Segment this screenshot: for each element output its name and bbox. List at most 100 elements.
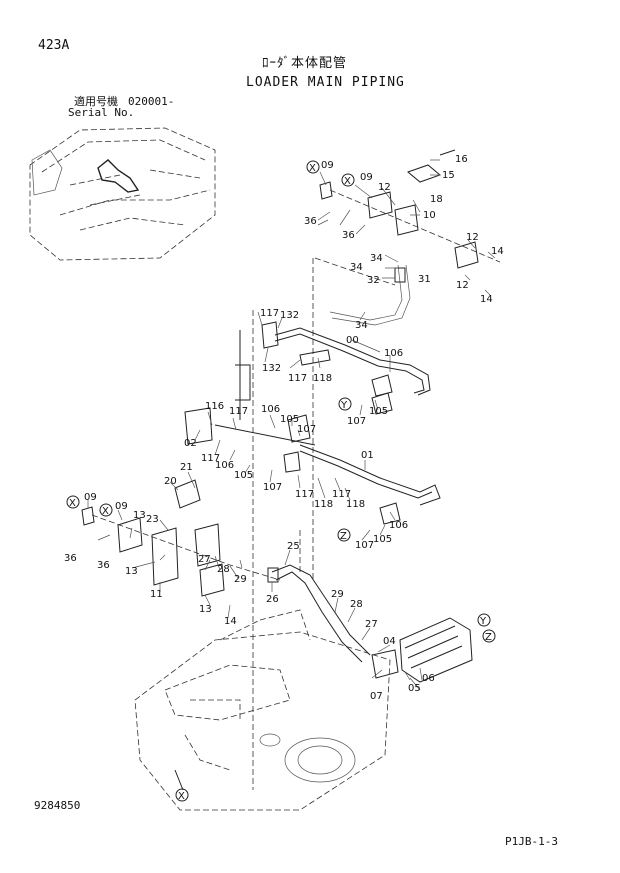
callout-09: 09 [84, 492, 97, 503]
callout-117: 117 [201, 453, 220, 464]
callout-05: 05 [408, 683, 421, 694]
callout-14: 14 [480, 294, 493, 305]
loader-frame [134, 609, 391, 811]
callout-106: 106 [261, 404, 280, 415]
callout-12: 12 [466, 232, 479, 243]
callout-116: 116 [205, 401, 224, 412]
callout-107: 107 [355, 540, 374, 551]
title-english: LOADER MAIN PIPING [246, 75, 405, 90]
callout-23: 23 [146, 514, 159, 525]
callout-12: 12 [456, 280, 469, 291]
callout-34: 34 [355, 320, 368, 331]
hose-00 [261, 321, 431, 397]
callout-16: 16 [455, 154, 468, 165]
upper-valve-assembly [317, 149, 501, 326]
serial-label-jp: 適用号機 [74, 95, 118, 108]
callout-25: 25 [287, 541, 300, 552]
marker-y: Y [340, 400, 348, 411]
callout-01: 01 [361, 450, 374, 461]
callout-10: 10 [423, 210, 436, 221]
callout-02: 02 [184, 438, 197, 449]
marker-x: X [69, 498, 76, 509]
callout-36: 36 [97, 560, 110, 571]
callout-36: 36 [64, 553, 77, 564]
callout-105: 105 [373, 534, 392, 545]
drawing-number: 9284850 [34, 799, 81, 812]
callout-labels: 09 16 09 15 12 18 10 36 36 12 14 34 34 3… [64, 154, 504, 702]
callout-105: 105 [369, 406, 388, 417]
leader-lines [87, 159, 496, 691]
callout-32: 32 [367, 275, 380, 286]
callout-26: 26 [266, 594, 279, 605]
callout-15: 15 [442, 170, 455, 181]
callout-28: 28 [350, 599, 363, 610]
callout-34: 34 [370, 253, 383, 264]
title-japanese: ﾛｰﾀﾞ本体配管 [262, 56, 348, 71]
page-reference: P1JB-1-3 [505, 835, 558, 848]
control-valve [371, 617, 473, 683]
callout-117: 117 [288, 373, 307, 384]
callout-31: 31 [418, 274, 431, 285]
callout-09: 09 [321, 160, 334, 171]
callout-118: 118 [346, 499, 365, 510]
marker-x: X [344, 176, 351, 187]
callout-36: 36 [304, 216, 317, 227]
callout-117: 117 [229, 406, 248, 417]
callout-117: 117 [260, 308, 279, 319]
callout-20: 20 [164, 476, 177, 487]
marker-x: X [102, 506, 109, 517]
callout-14: 14 [491, 246, 504, 257]
callout-18: 18 [430, 194, 443, 205]
callout-00: 00 [346, 335, 359, 346]
callout-14: 14 [224, 616, 237, 627]
marker-y: Y [479, 616, 487, 627]
callout-12: 12 [378, 182, 391, 193]
callout-105: 105 [234, 470, 253, 481]
callout-132: 132 [280, 310, 299, 321]
marker-x: X [309, 163, 316, 174]
callout-04: 04 [383, 636, 396, 647]
callout-117: 117 [332, 489, 351, 500]
callout-118: 118 [314, 499, 333, 510]
callout-06: 06 [422, 673, 435, 684]
machine-overview-thumbnail [29, 127, 216, 261]
callout-13: 13 [199, 604, 212, 615]
callout-132: 132 [262, 363, 281, 374]
dashed-reference-lines [252, 257, 396, 790]
marker-z: Z [485, 632, 492, 643]
callout-27: 27 [365, 619, 378, 630]
left-bracket-assembly [81, 479, 281, 597]
serial-value: 020001- [128, 95, 175, 108]
callout-34: 34 [350, 262, 363, 273]
callout-106: 106 [384, 348, 403, 359]
hose-01-assembly [184, 330, 441, 525]
callout-106: 106 [389, 520, 408, 531]
callout-13: 13 [125, 566, 138, 577]
callout-07: 07 [370, 691, 383, 702]
callout-107: 107 [297, 424, 316, 435]
callout-117: 117 [295, 489, 314, 500]
connection-markers: X X X X X Y Y Z Z [66, 160, 496, 802]
callout-29: 29 [234, 574, 247, 585]
serial-label-en: Serial No. [68, 106, 135, 119]
callout-09: 09 [360, 172, 373, 183]
callout-13: 13 [133, 510, 146, 521]
callout-27: 27 [198, 554, 211, 565]
marker-z: Z [340, 531, 347, 542]
callout-107: 107 [263, 482, 282, 493]
callout-28: 28 [217, 564, 230, 575]
callout-105: 105 [280, 414, 299, 425]
callout-118: 118 [313, 373, 332, 384]
callout-09: 09 [115, 501, 128, 512]
page-code: 423A [38, 38, 70, 53]
callout-29: 29 [331, 589, 344, 600]
callout-11: 11 [150, 589, 163, 600]
callout-106: 106 [215, 460, 234, 471]
marker-x: X [178, 791, 185, 802]
callout-36: 36 [342, 230, 355, 241]
callout-107: 107 [347, 416, 366, 427]
callout-21: 21 [180, 462, 193, 473]
hose-25-26 [267, 564, 371, 663]
